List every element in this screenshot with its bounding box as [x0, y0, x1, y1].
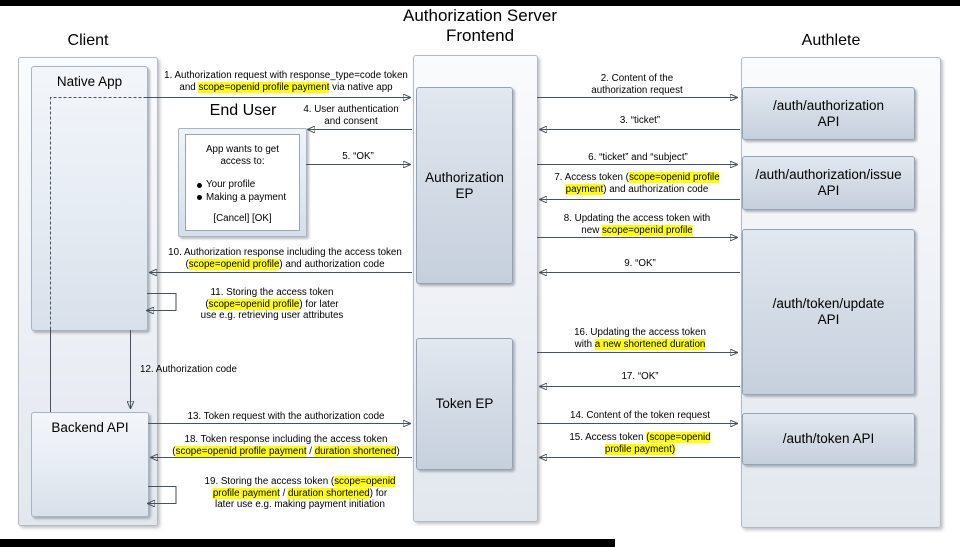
consent-scope-item: Your profile: [197, 179, 299, 192]
end-user-heading: End User: [209, 102, 277, 119]
native-app-label: Native App: [56, 74, 123, 89]
consent-scope-item: Making a payment: [197, 192, 299, 205]
message-5-label: 5. “OK”: [342, 151, 374, 162]
letterbox-top: [0, 0, 960, 6]
page-title-line2: Frontend: [445, 26, 515, 45]
auth-authorization-issue-api-box: /auth/authorization/issue API: [742, 156, 915, 210]
lane-heading-authlete: Authlete: [801, 32, 861, 49]
auth-authorization-api-box: /auth/authorization API: [742, 87, 915, 140]
end-user-consent-dialog: App wants to get access to: Your profile…: [178, 128, 307, 237]
token-ep-box: Token EP: [416, 338, 513, 470]
auth-authorization-issue-api-label: /auth/authorization/issue API: [755, 167, 902, 198]
consent-scope-list: Your profile Making a payment: [197, 179, 299, 204]
native-app-box: Native App: [31, 66, 148, 331]
message-3-label: 3. “ticket”: [619, 115, 661, 126]
page-title-line1: Authorization Server: [402, 6, 558, 25]
bullet-icon: [197, 195, 202, 201]
message-6-label: 6. “ticket” and “subject”: [588, 152, 688, 163]
lane-heading-client: Client: [67, 32, 109, 49]
message-1-label: 1. Authorization request with response_t…: [164, 70, 408, 93]
message-18-label: 18. Token response including the access …: [172, 434, 400, 457]
authorization-ep-box: Authorization EP: [416, 87, 513, 284]
auth-token-api-label: /auth/token API: [782, 431, 875, 446]
message-12-label: 12. Authorization code: [140, 364, 237, 375]
auth-token-update-api-label: /auth/token/update API: [772, 296, 885, 327]
backend-api-label: Backend API: [51, 420, 129, 435]
message-19-label: 19. Storing the access token (scope=open…: [204, 476, 396, 511]
message-9-label: 9. “OK”: [624, 258, 656, 269]
message-14-label: 14. Content of the token request: [570, 410, 710, 421]
message-17-label: 17. “OK”: [621, 371, 659, 382]
auth-token-api-box: /auth/token API: [742, 413, 915, 465]
message-13-label: 13. Token request with the authorization…: [187, 411, 385, 422]
consent-dialog-title: App wants to get access to:: [206, 144, 279, 167]
bullet-icon: [197, 182, 202, 188]
backend-api-box: Backend API: [31, 412, 149, 517]
consent-dialog-actions: [Cancel] [OK]: [213, 213, 272, 224]
authorization-ep-label: Authorization EP: [425, 169, 504, 201]
letterbox-bottom: [0, 539, 615, 547]
token-ep-label: Token EP: [435, 396, 494, 411]
message-11-label: 11. Storing the access token(scope=openi…: [200, 287, 344, 322]
auth-authorization-api-label: /auth/authorization API: [772, 97, 885, 129]
auth-token-update-api-box: /auth/token/update API: [742, 229, 915, 395]
consent-dialog-panel: App wants to get access to: Your profile…: [185, 134, 300, 231]
message-10-label: 10. Authorization response including the…: [168, 247, 402, 270]
